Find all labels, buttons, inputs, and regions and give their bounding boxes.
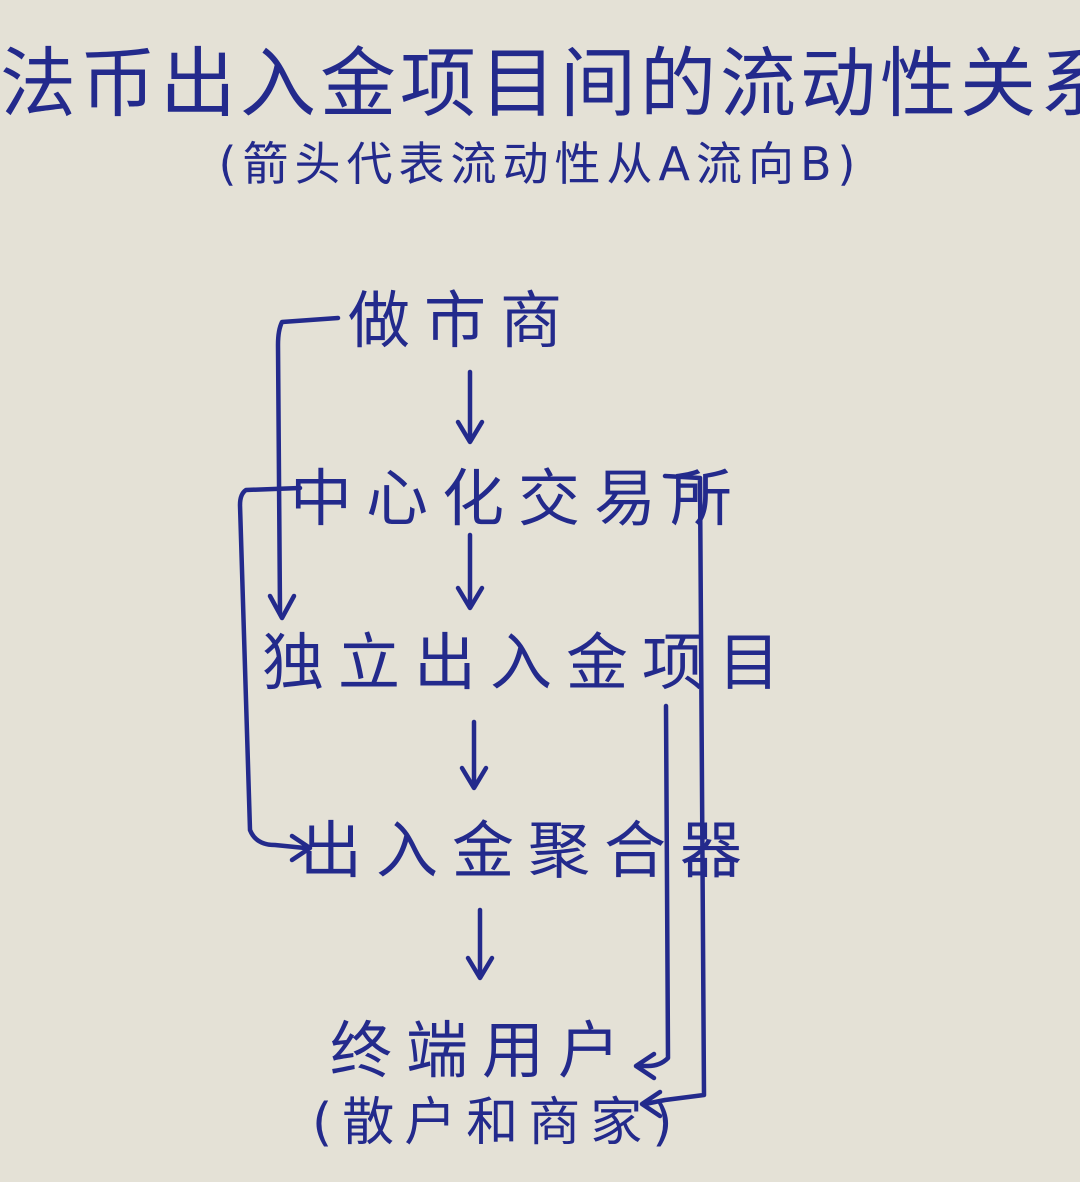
node-end-user: 终端用户 xyxy=(330,1014,635,1087)
diagram-subtitle: (箭头代表流动性从A流向B) xyxy=(218,137,862,191)
edge-onramp-to-aggregator xyxy=(459,719,489,791)
edge-cex-to-end-user xyxy=(639,473,707,1119)
node-independent-onramp: 独立出入金项目 xyxy=(262,626,795,699)
node-centralized-exchange: 中心化交易所 xyxy=(290,462,747,535)
node-onramp-aggregator: 出入金聚合器 xyxy=(300,814,757,887)
edge-onramp-to-end-user xyxy=(633,703,671,1081)
edge-cex-to-onramp xyxy=(455,532,485,611)
edge-market-maker-to-cex xyxy=(455,369,485,445)
node-market-maker: 做市商 xyxy=(348,284,577,357)
edge-aggregator-to-end-user xyxy=(465,907,495,981)
node-end-user-detail: (散户和商家) xyxy=(312,1093,683,1153)
diagram-title: 法币出入金项目间的流动性关系 xyxy=(0,39,1080,128)
